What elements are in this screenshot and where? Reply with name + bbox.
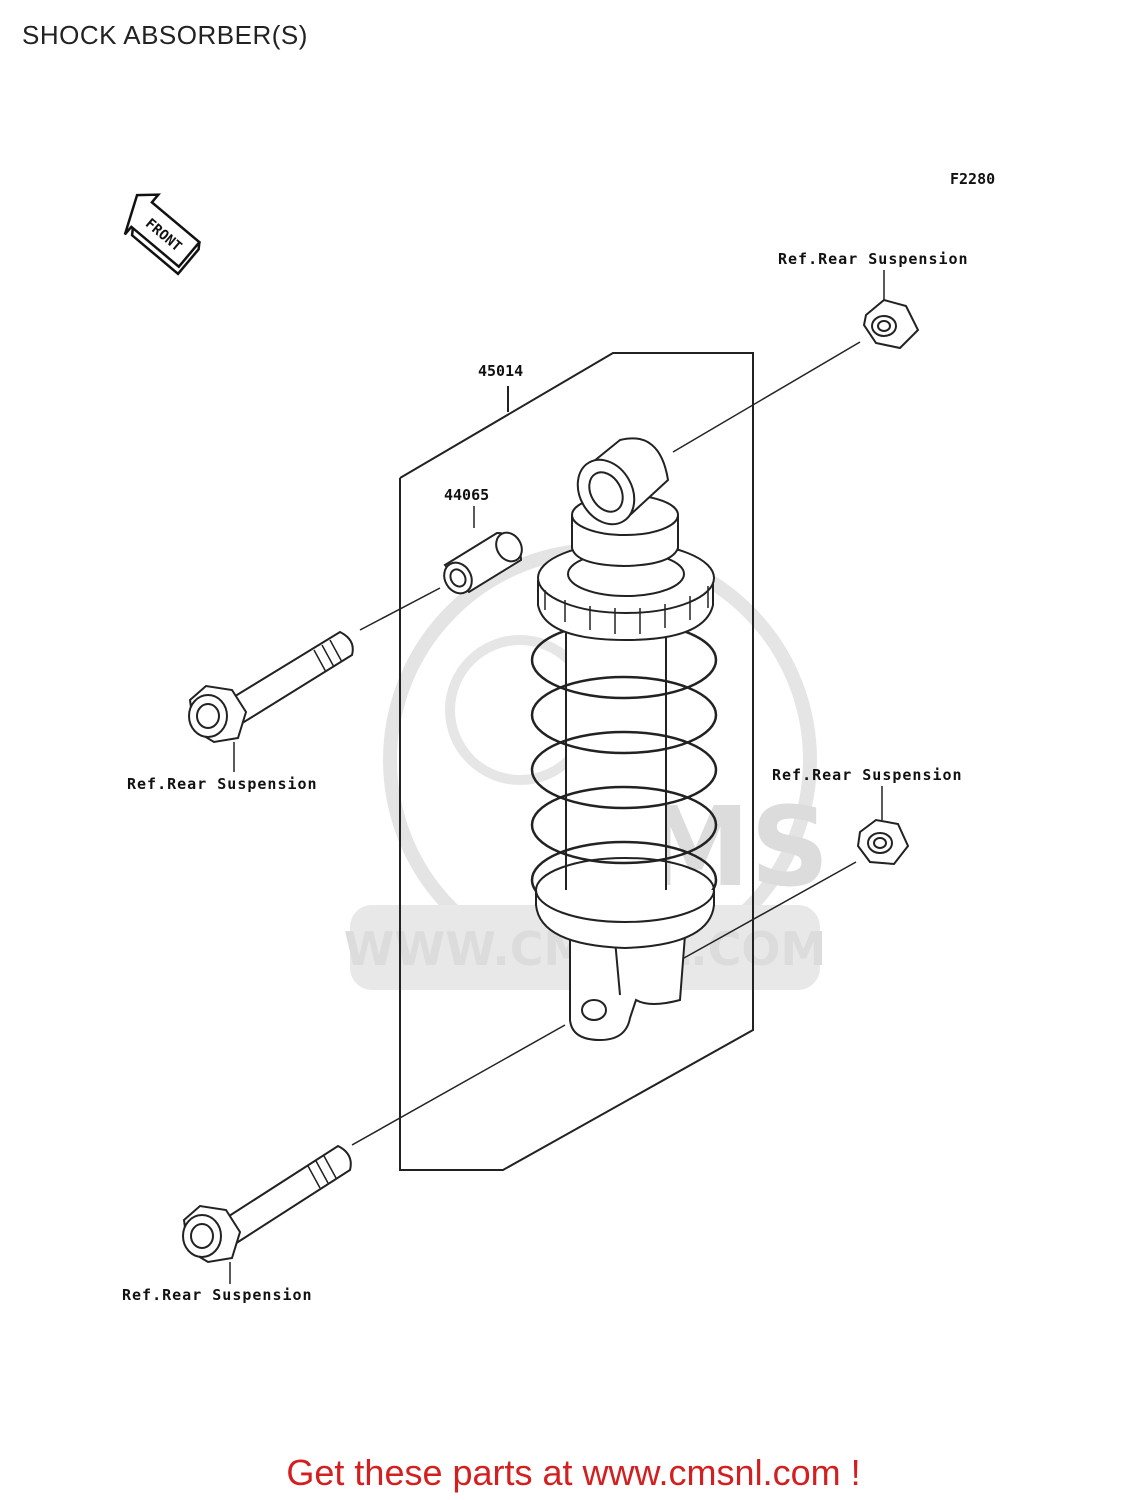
- page-title: SHOCK ABSORBER(S): [22, 20, 308, 50]
- ref-upper-bolt-label: Ref.Rear Suspension: [127, 775, 318, 793]
- collar-44065-icon: [443, 531, 523, 595]
- parts-diagram: CMS WWW.CMSNL.COM F2280 FRONT 45014 4406…: [122, 170, 995, 1304]
- upper-bolt-icon: [188, 630, 354, 744]
- promo-link[interactable]: Get these parts at www.cmsnl.com !: [286, 1452, 861, 1493]
- figure-code: F2280: [950, 170, 995, 188]
- ref-top-nut-label: Ref.Rear Suspension: [778, 250, 969, 268]
- part-number-45014: 45014: [478, 362, 523, 380]
- front-arrow-icon: FRONT: [123, 193, 202, 276]
- shock-absorber-icon: [530, 437, 718, 1042]
- promo-banner[interactable]: Get these parts at www.cmsnl.com !: [0, 1452, 1147, 1494]
- top-nut-icon: [862, 298, 920, 350]
- assembly-bracket: [399, 352, 754, 1171]
- ref-lower-bolt-label: Ref.Rear Suspension: [122, 1286, 313, 1304]
- ref-lower-nut-label: Ref.Rear Suspension: [772, 766, 963, 784]
- lower-nut-icon: [856, 818, 910, 866]
- lower-bolt-icon: [182, 1144, 352, 1264]
- part-number-44065: 44065: [444, 486, 489, 504]
